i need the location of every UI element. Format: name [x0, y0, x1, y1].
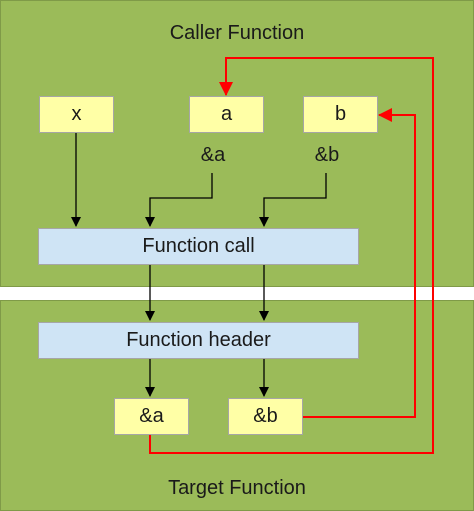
var-x-box: x — [39, 96, 114, 133]
param-b-box: &b — [228, 398, 303, 435]
ref-a-label: &a — [200, 144, 226, 166]
ref-b-label: &b — [314, 144, 340, 166]
var-b-box: b — [303, 96, 378, 133]
function-header-box: Function header — [38, 322, 359, 359]
target-function-title: Target Function — [168, 477, 306, 499]
caller-function-title: Caller Function — [169, 22, 305, 44]
function-call-box: Function call — [38, 228, 359, 265]
param-a-box: &a — [114, 398, 189, 435]
arrow-ref-b-to-call — [259, 173, 327, 227]
red-arrow-param-a-to-var-a — [149, 57, 434, 454]
red-arrow-param-b-to-var-b — [303, 108, 416, 418]
arrow-ref-a-to-call — [145, 173, 213, 227]
var-a-box: a — [189, 96, 264, 133]
